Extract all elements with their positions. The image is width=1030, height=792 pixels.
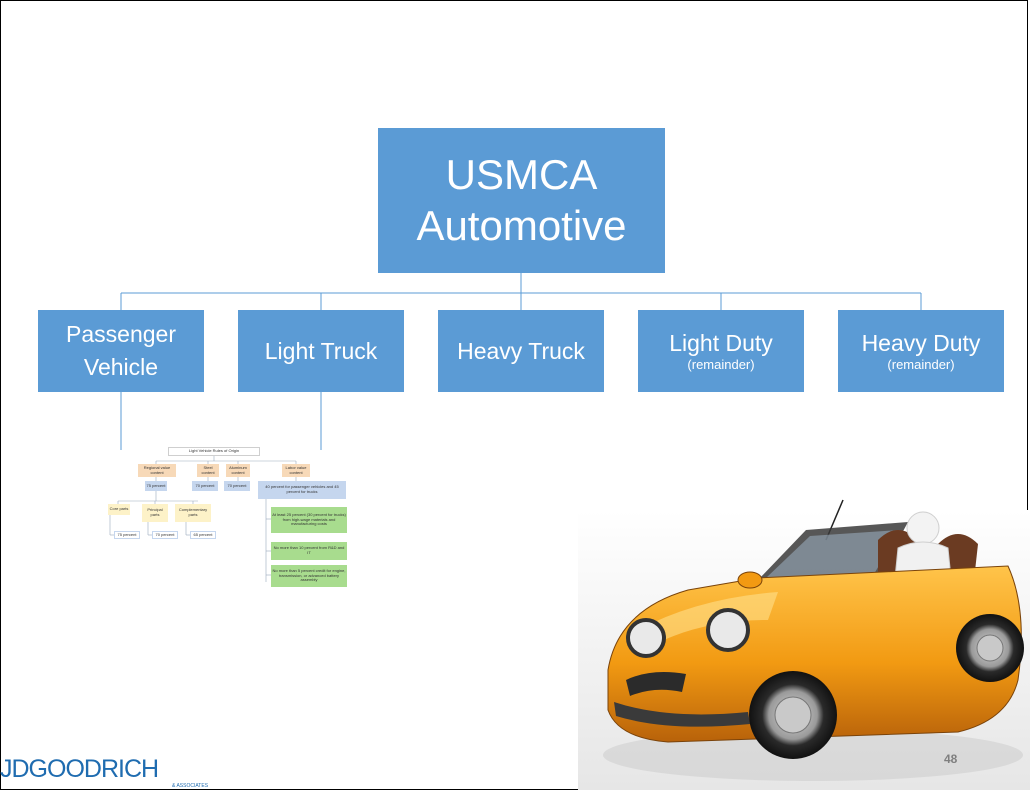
jdgoodrich-logo: JDGOODRICH — [0, 755, 159, 784]
rules-principal-pct: 70 percent — [152, 531, 178, 539]
node-sublabel: (remainder) — [687, 357, 755, 373]
node-passenger-vehicle: Passenger Vehicle — [38, 310, 204, 392]
root-title-line2: Automotive — [416, 201, 627, 249]
rules-complementary: Complementary parts — [175, 504, 211, 522]
rules-regional-value: Regional value content — [138, 464, 176, 477]
node-light-truck: Light Truck — [238, 310, 404, 392]
root-title-line1: USMCA — [445, 151, 598, 199]
rules-regional-pct: 75 percent — [145, 481, 167, 491]
node-label: Light Duty — [669, 330, 773, 357]
rules-principal: Principal parts — [142, 504, 168, 522]
rules-aluminum: Aluminum content — [226, 464, 250, 477]
node-heavy-duty: Heavy Duty (remainder) — [838, 310, 1004, 392]
rules-of-origin-chart: Light Vehicle Rules of Origin Regional v… — [108, 447, 352, 595]
rules-labor: Labor value content — [282, 464, 310, 477]
rules-core-pct: 75 percent — [114, 531, 140, 539]
logo-subtext: & ASSOCIATES — [172, 783, 209, 789]
rules-labor-detail-1: At least 25 percent (30 percent for truc… — [271, 507, 347, 533]
page-number: 48 — [944, 752, 958, 766]
rules-aluminum-pct: 70 percent — [224, 481, 250, 491]
node-label: Heavy Duty — [861, 330, 981, 357]
rules-steel-pct: 70 percent — [192, 481, 218, 491]
root-node-usmca-automotive: USMCA Automotive — [378, 128, 665, 273]
rules-steel: Steel content — [197, 464, 219, 477]
node-label: Light Truck — [264, 337, 378, 364]
node-heavy-truck: Heavy Truck — [438, 310, 604, 392]
node-light-duty: Light Duty (remainder) — [638, 310, 804, 392]
convertible-car-illustration — [578, 499, 1030, 790]
logo-text: JDGOODRICH — [0, 755, 159, 783]
rules-labor-detail-2: No more than 10 percent from R&D and IT — [271, 542, 347, 560]
node-sublabel: (remainder) — [887, 357, 955, 373]
rules-labor-pct: 40 percent for passenger vehicles and 45… — [258, 481, 346, 499]
node-label: Passenger Vehicle — [66, 320, 176, 380]
rules-core: Core parts — [108, 504, 130, 515]
rules-chart-title: Light Vehicle Rules of Origin — [168, 447, 260, 456]
rules-complementary-pct: 65 percent — [190, 531, 216, 539]
rules-chart-lines — [109, 456, 297, 582]
node-label: Heavy Truck — [457, 337, 585, 364]
rules-labor-detail-3: No more than 5 percent credit for engine… — [271, 565, 347, 587]
